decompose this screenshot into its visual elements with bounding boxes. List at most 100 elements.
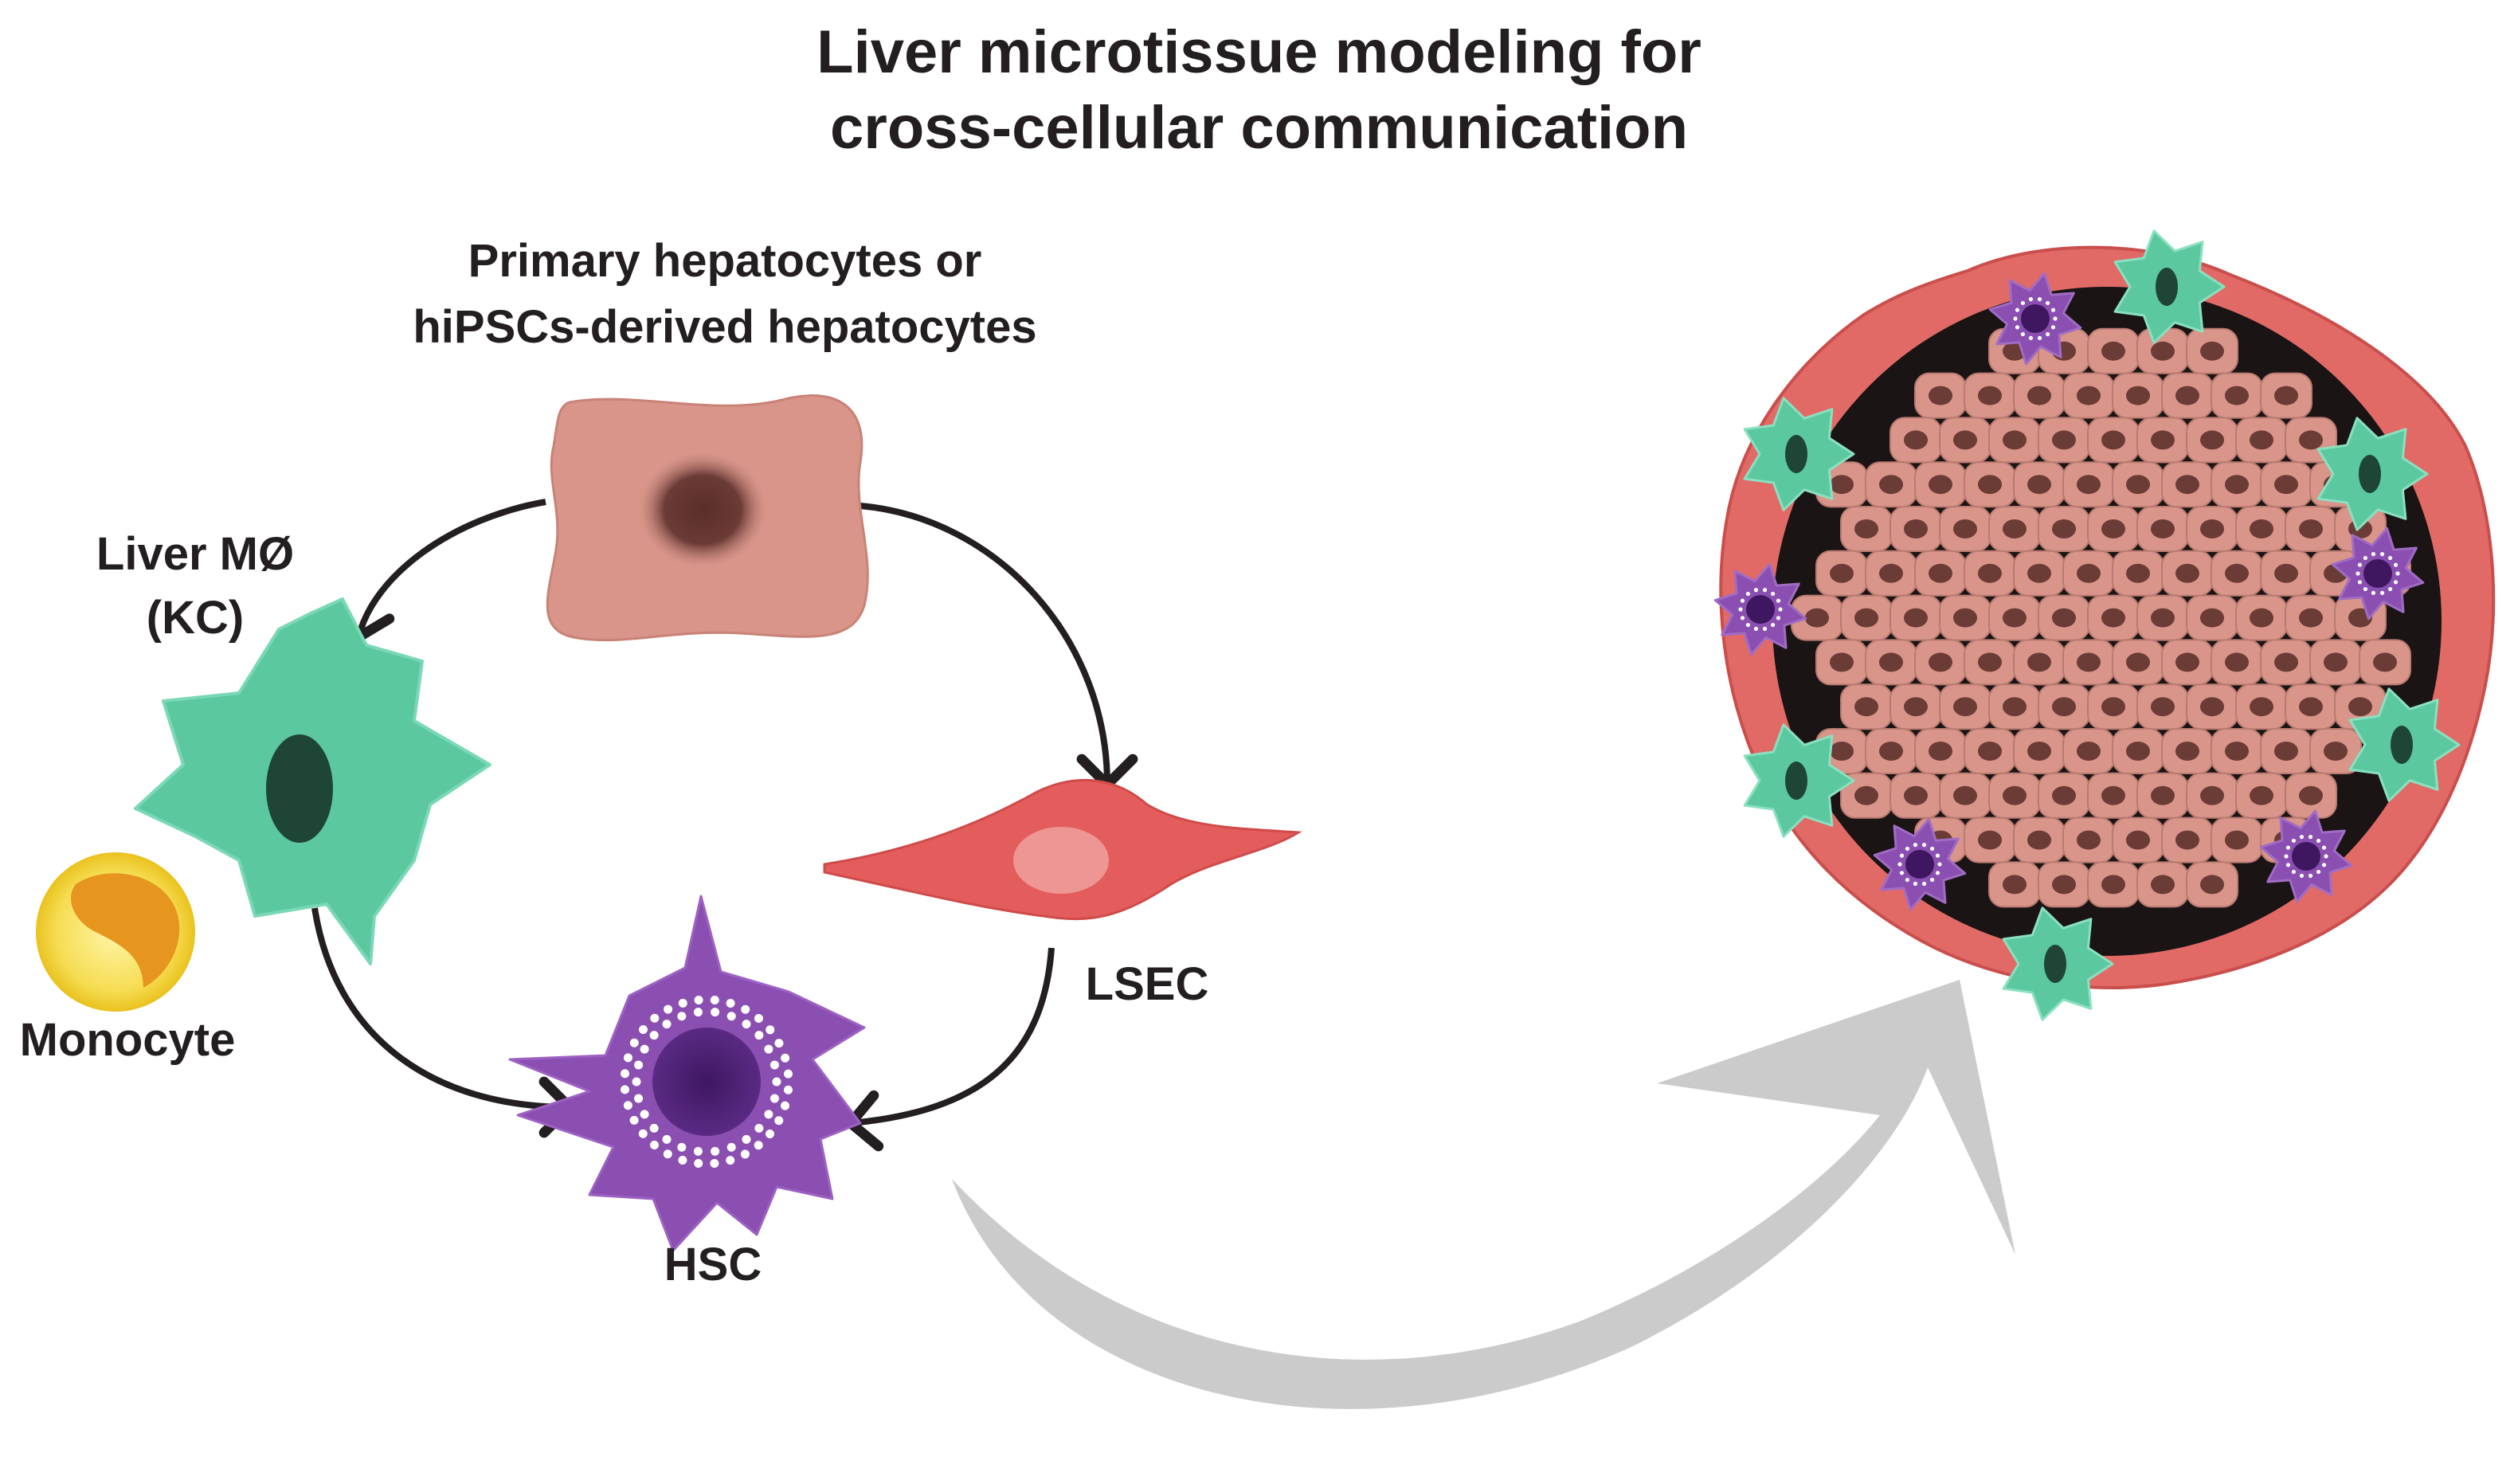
microtissue-hepatocyte-nucleus [2225, 652, 2249, 672]
lsec-nucleus [1013, 827, 1109, 894]
microtissue-hepatocyte-nucleus [1904, 608, 1928, 628]
hepatocyte-cell [546, 394, 869, 642]
microtissue-hepatocyte-nucleus [1830, 652, 1854, 672]
macrophage-nucleus [266, 734, 333, 843]
hepatocyte-label-line2: hiPSCs-derived hepatocytes [413, 301, 1037, 353]
microtissue-hepatocyte-nucleus [2299, 697, 2323, 717]
microtissue-hepatocyte-nucleus [2250, 608, 2273, 628]
microtissue-hepatocyte-nucleus [1978, 830, 2002, 850]
microtissue-hepatocyte-nucleus [2027, 563, 2051, 583]
microtissue-hepatocyte-nucleus [1953, 697, 1977, 717]
monocyte-label: Monocyte [19, 1014, 236, 1066]
microtissue-hepatocyte-nucleus [2052, 608, 2076, 628]
hsc-nucleus [652, 1028, 761, 1136]
microtissue-hepatocyte-nucleus [1854, 519, 1878, 538]
microtissue-hepatocyte-nucleus [2077, 475, 2101, 495]
figure-title-line1: Liver microtissue modeling for [816, 18, 1702, 86]
arrow-hepatocyte-to-lsec [860, 503, 1138, 790]
microtissue-hepatocyte-nucleus [1904, 430, 1928, 450]
microtissue-hepatocyte-nucleus [2027, 475, 2051, 495]
microtissue-hepatocyte-nucleus [2225, 563, 2249, 583]
microtissue-hepatocyte-nucleus [2175, 386, 2199, 405]
microtissue-hepatocyte-nucleus [1978, 386, 2002, 405]
microtissue-hepatocyte-nucleus [2175, 742, 2199, 761]
microtissue-hepatocyte-nucleus [1978, 652, 2002, 672]
microtissue-hepatocyte-nucleus [1879, 563, 1903, 583]
microtissue-hepatocyte-nucleus [2151, 608, 2175, 628]
microtissue-hepatocyte-nucleus [2101, 519, 2125, 538]
microtissue-hepatocyte-nucleus [1879, 475, 1903, 495]
macrophage-label-line1: Liver MØ [96, 528, 295, 580]
microtissue-hepatocyte-nucleus [2200, 519, 2224, 538]
microtissue-hepatocyte-nucleus [2250, 430, 2273, 450]
microtissue-hepatocyte-nucleus [1929, 475, 1952, 495]
microtissue-hepatocyte-nucleus [2225, 475, 2249, 495]
hsc-label: HSC [664, 1239, 762, 1290]
microtissue-hepatocyte-nucleus [2027, 652, 2051, 672]
microtissue-hepatocyte-nucleus [1830, 563, 1854, 583]
macrophage-cell [134, 597, 491, 965]
monocyte-nucleus [71, 873, 180, 988]
microtissue-hsc-cells [1713, 272, 2425, 911]
microtissue-hepatocyte-nucleus [2126, 742, 2150, 761]
microtissue-hepatocyte-nucleus [2274, 742, 2298, 761]
microtissue-hepatocyte-nucleus [2027, 742, 2051, 761]
microtissue-hepatocyte-nucleus [2299, 519, 2323, 538]
microtissue-hepatocyte-nucleus [2200, 875, 2224, 895]
microtissue-hepatocyte-nucleus [2151, 341, 2175, 361]
microtissue-hepatocyte-nucleus [2348, 697, 2372, 717]
microtissue-hepatocyte-nucleus [1953, 608, 1977, 628]
microtissue-hepatocyte-nucleus [2200, 608, 2224, 628]
microtissue-hepatocyte-nucleus [1854, 697, 1878, 717]
microtissue-hepatocyte-nucleus [1929, 386, 1952, 405]
microtissue-hepatocyte-nucleus [2052, 875, 2076, 895]
microtissue-hepatocyte-nucleus [1805, 608, 1829, 628]
microtissue-hepatocyte-nucleus [2003, 608, 2027, 628]
microtissue-hepatocyte-nucleus [1904, 697, 1928, 717]
microtissue-hepatocyte-nucleus [2003, 785, 2027, 805]
microtissue-hepatocyte-nucleus [2274, 386, 2298, 405]
lsec-label: LSEC [1085, 958, 1209, 1010]
microtissue-hepatocyte-nucleus [2003, 875, 2027, 895]
microtissue-hepatocyte-nucleus [2052, 697, 2076, 717]
microtissue-hepatocyte-nucleus [1953, 785, 1977, 805]
microtissue-hepatocyte-nucleus [2077, 830, 2101, 850]
microtissue-hepatocyte-nucleus [2101, 785, 2125, 805]
microtissue-hepatocyte-nucleus [2200, 430, 2224, 450]
microtissue-hepatocyte-nucleus [1830, 742, 1854, 761]
microtissue-hepatocyte-nucleus [2003, 430, 2027, 450]
microtissue-hepatocyte-nucleus [2200, 697, 2224, 717]
microtissue-hepatocyte-nucleus [2225, 386, 2249, 405]
microtissue-hepatocyte-nucleus [2077, 652, 2101, 672]
microtissue-hepatocyte-nucleus [2250, 697, 2273, 717]
microtissue-hepatocyte-nucleus [2299, 785, 2323, 805]
microtissue-hepatocyte-nucleus [2126, 386, 2150, 405]
hepatocyte-label-line1: Primary hepatocytes or [468, 235, 982, 287]
microtissue-hepatocyte-nucleus [2274, 475, 2298, 495]
hsc-lipid-droplets [620, 995, 793, 1169]
microtissue-hepatocyte-nucleus [2126, 475, 2150, 495]
microtissue-hepatocyte-nucleus [2299, 608, 2323, 628]
microtissue-hepatocyte-nucleus [1929, 652, 1952, 672]
lsec-cell [823, 778, 1302, 921]
big-curved-arrow [952, 980, 2015, 1409]
microtissue-hepatocyte-nucleus [2027, 386, 2051, 405]
microtissue-hepatocyte-nucleus [2077, 386, 2101, 405]
hsc-cell [508, 895, 866, 1252]
microtissue-hepatocyte-nucleus [2225, 830, 2249, 850]
microtissue-hepatocyte-nucleus [1953, 430, 1977, 450]
microtissue-hepatocyte-nucleus [2101, 875, 2125, 895]
microtissue-hepatocyte-nucleus [1929, 563, 1952, 583]
microtissue-hepatocyte-nucleus [2274, 563, 2298, 583]
microtissue-hepatocyte-nucleus [2003, 697, 2027, 717]
macrophage-label-line2: (KC) [146, 592, 245, 644]
microtissue-hepatocyte-nucleus [1854, 785, 1878, 805]
microtissue-hepatocyte-nucleus [2299, 430, 2323, 450]
microtissue-hepatocyte-nucleus [1978, 563, 2002, 583]
microtissue-hepatocyte-nucleus [2324, 652, 2348, 672]
arrow-lsec-to-hsc [845, 947, 1055, 1152]
microtissue-hepatocyte-nucleus [2175, 652, 2199, 672]
microtissue-hepatocyte-nucleus [2052, 785, 2076, 805]
